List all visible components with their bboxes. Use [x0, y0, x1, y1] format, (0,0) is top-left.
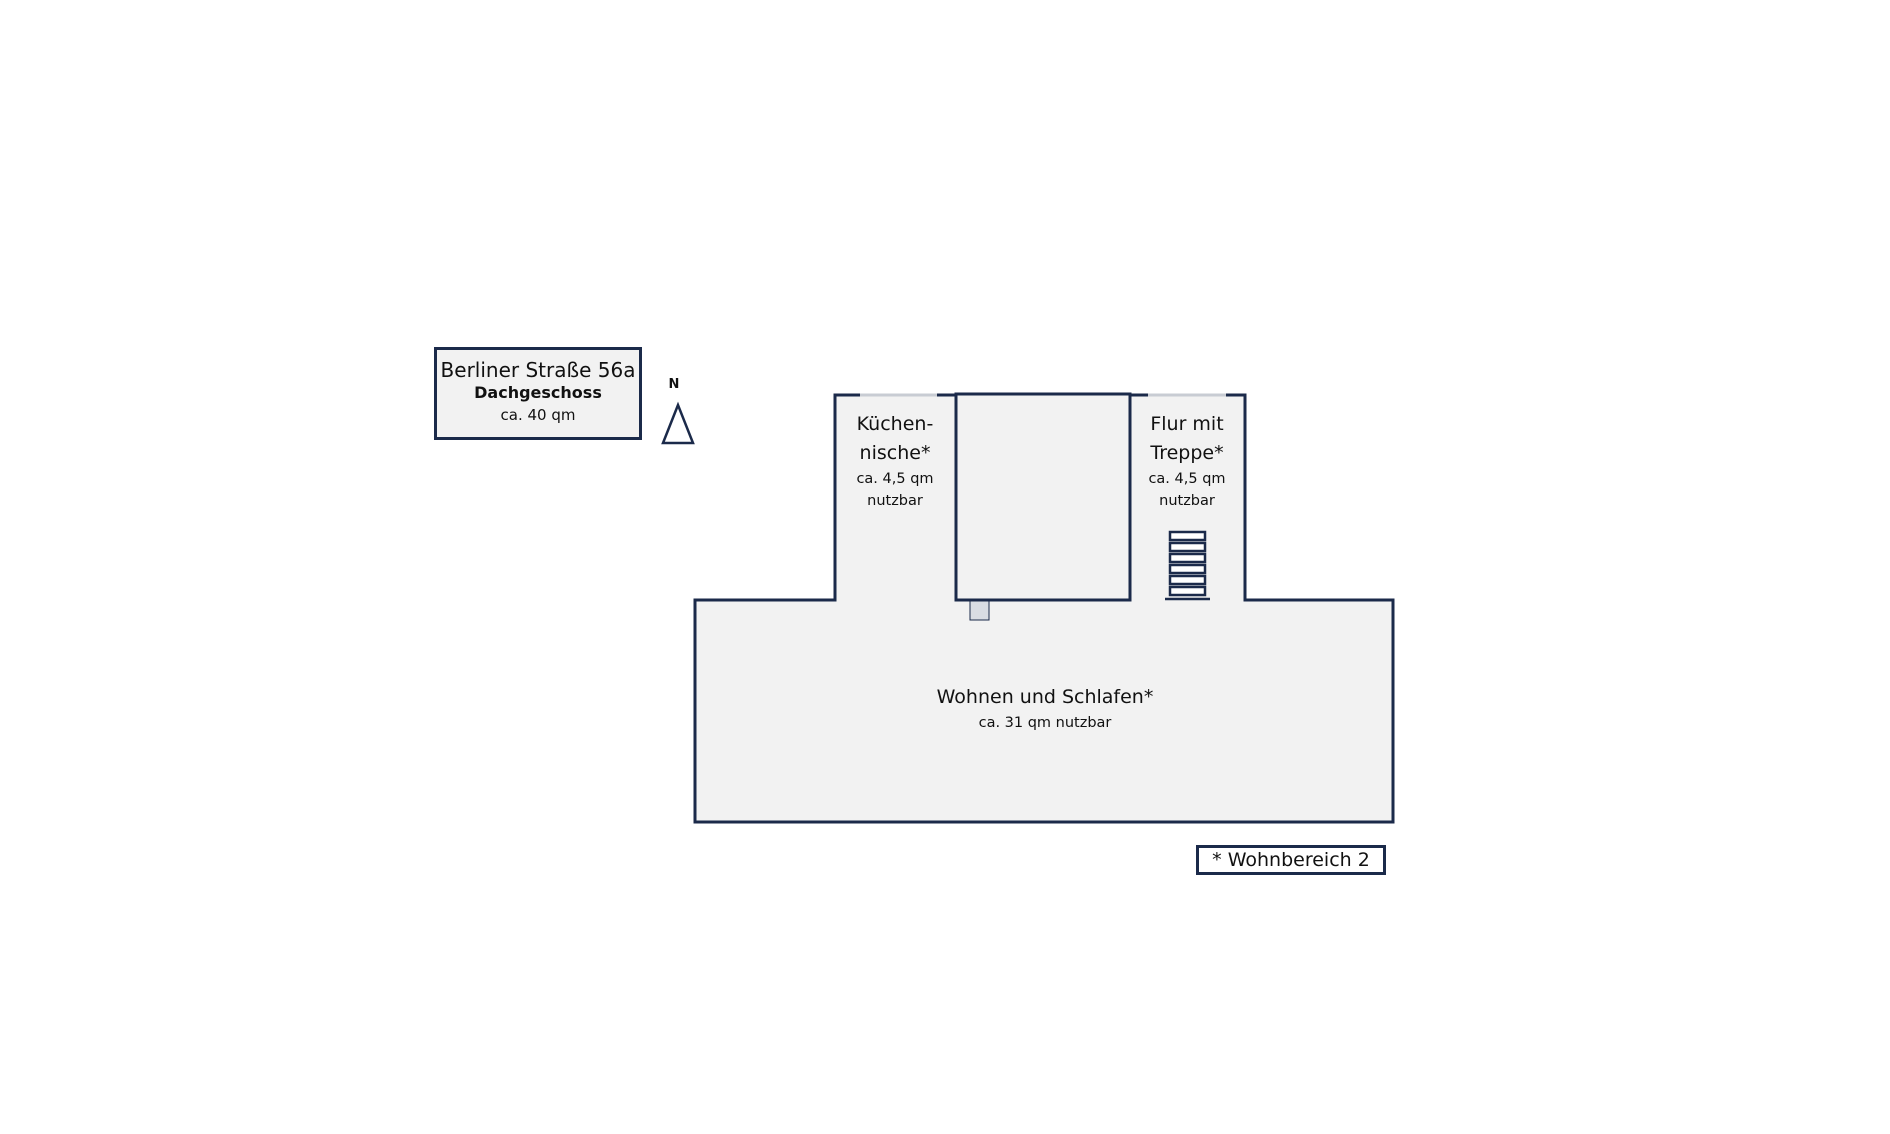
- kitchen-name-line1: Küchen-: [856, 413, 934, 435]
- stair-step: [1168, 541, 1207, 553]
- stair-step: [1168, 574, 1207, 586]
- hall-size-line2: nutzbar: [1159, 493, 1215, 509]
- title-box: Berliner Straße 56a Dachgeschoss ca. 40 …: [434, 347, 642, 440]
- living-label: Wohnen und Schlafen* ca. 31 qm nutzbar: [880, 683, 1210, 734]
- floor-text: Dachgeschoss: [474, 383, 602, 402]
- stairs-icon: [1165, 530, 1210, 601]
- kitchen-name-line2: nische*: [859, 442, 931, 464]
- legend-note: * Wohnbereich 2: [1196, 845, 1386, 875]
- total-area-text: ca. 40 qm: [500, 406, 576, 424]
- hall-size-line1: ca. 4,5 qm: [1148, 471, 1226, 487]
- stair-step: [1168, 552, 1207, 564]
- hall-label: Flur mit Treppe* ca. 4,5 qm nutzbar: [1132, 410, 1242, 512]
- kitchen-size-line2: nutzbar: [867, 493, 923, 509]
- north-label: N: [668, 377, 680, 392]
- kitchen-size-line1: ca. 4,5 qm: [856, 471, 934, 487]
- central-block: [954, 392, 1132, 602]
- address-text: Berliner Straße 56a: [440, 358, 636, 382]
- living-size: ca. 31 qm nutzbar: [978, 715, 1112, 731]
- stair-step: [1168, 563, 1207, 575]
- stair-step: [1168, 530, 1207, 542]
- hall-name-line2: Treppe*: [1150, 442, 1224, 464]
- kitchen-label: Küchen- nische* ca. 4,5 qm nutzbar: [840, 410, 950, 512]
- living-name: Wohnen und Schlafen*: [936, 686, 1154, 708]
- chimney: [969, 600, 990, 621]
- hall-name-line1: Flur mit: [1150, 413, 1224, 435]
- stair-step: [1168, 585, 1207, 597]
- north-arrow-icon: [661, 401, 695, 445]
